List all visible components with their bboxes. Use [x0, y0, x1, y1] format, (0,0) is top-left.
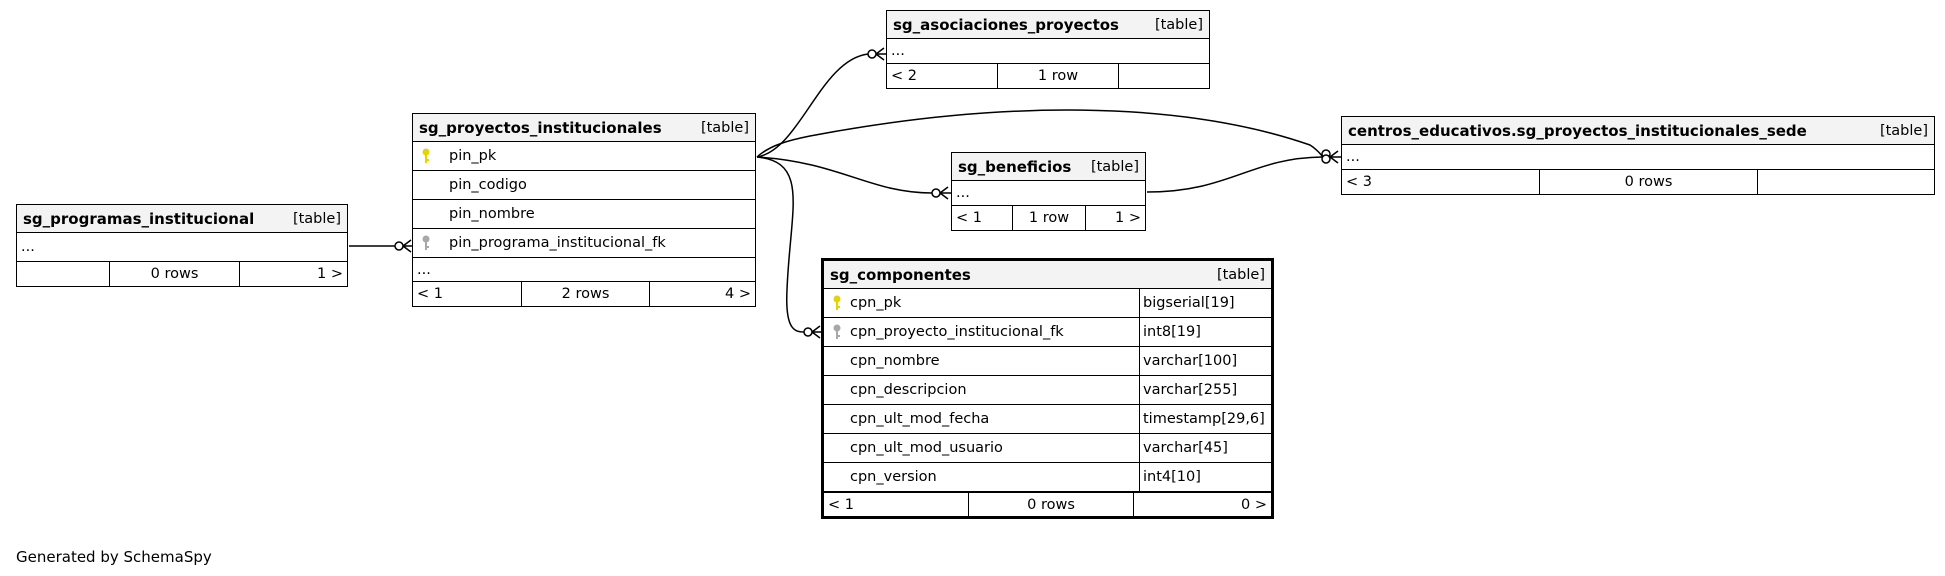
- table-type: [table]: [1216, 266, 1265, 283]
- column-row: cpn_version int4[10]: [824, 463, 1271, 492]
- column-type: varchar[255]: [1139, 376, 1271, 404]
- footer-parents: < 1: [828, 496, 854, 513]
- table-name: sg_componentes: [830, 265, 971, 284]
- table-footer: < 1 1 row 1 >: [952, 206, 1145, 230]
- table-programas-institucional[interactable]: sg_programas_institucional [table] ... 0…: [16, 204, 348, 287]
- table-footer: < 2 1 row: [887, 64, 1209, 88]
- primary-key-icon: [824, 294, 850, 312]
- column-type: varchar[100]: [1139, 347, 1271, 375]
- footer-parents: < 2: [891, 68, 917, 84]
- footer-children: 1 >: [239, 262, 347, 286]
- table-name: sg_programas_institucional: [23, 209, 255, 228]
- ellipsis-row: ...: [413, 258, 755, 282]
- table-footer: < 1 0 rows 0 >: [824, 492, 1271, 516]
- footer-children: 0 >: [1133, 493, 1271, 516]
- column-row: pin_programa_institucional_fk: [413, 229, 755, 258]
- table-proyectos-institucionales[interactable]: sg_proyectos_institucionales [table] pin…: [412, 113, 756, 307]
- table-type: [table]: [292, 210, 341, 227]
- table-beneficios[interactable]: sg_beneficios [table] ... < 1 1 row 1 >: [951, 152, 1146, 231]
- edge-beneficios-sede: [1146, 156, 1323, 193]
- footer-parents: < 1: [417, 286, 443, 302]
- generator-note: Generated by SchemaSpy: [16, 548, 212, 566]
- primary-key-icon: [413, 147, 439, 165]
- column-type: timestamp[29,6]: [1139, 405, 1271, 433]
- column-row: cpn_pk bigserial[19]: [824, 289, 1271, 318]
- footer-row-count: 1 row: [997, 64, 1118, 88]
- column-type: int4[10]: [1139, 463, 1271, 491]
- table-type: [table]: [1154, 16, 1203, 33]
- footer-row-count: 1 row: [1012, 206, 1085, 230]
- edge-proyectos-componentes: [756, 156, 805, 333]
- column-name: cpn_proyecto_institucional_fk: [850, 324, 1064, 340]
- column-name: cpn_ult_mod_fecha: [850, 411, 990, 427]
- table-header: sg_programas_institucional [table]: [17, 205, 347, 233]
- column-row: cpn_nombre varchar[100]: [824, 347, 1271, 376]
- column-row: cpn_descripcion varchar[255]: [824, 376, 1271, 405]
- table-footer: < 3 0 rows: [1342, 170, 1934, 194]
- column-name: pin_codigo: [449, 177, 527, 193]
- edge-proyectos-sede: [756, 109, 1325, 159]
- column-name: cpn_descripcion: [850, 382, 967, 398]
- table-name: sg_proyectos_institucionales: [419, 118, 662, 137]
- table-asociaciones-proyectos[interactable]: sg_asociaciones_proyectos [table] ... < …: [886, 10, 1210, 89]
- column-name: cpn_pk: [850, 295, 902, 311]
- table-name: sg_beneficios: [958, 157, 1072, 176]
- table-name: centros_educativos.sg_proyectos_instituc…: [1348, 121, 1807, 140]
- table-header: sg_asociaciones_proyectos [table]: [887, 11, 1209, 39]
- table-footer: 0 rows 1 >: [17, 262, 347, 286]
- ellipsis-row: ...: [17, 233, 347, 262]
- column-type: varchar[45]: [1139, 434, 1271, 462]
- footer-parents: < 3: [1346, 174, 1372, 190]
- column-row: pin_pk: [413, 142, 755, 171]
- table-footer: < 1 2 rows 4 >: [413, 282, 755, 306]
- table-type: [table]: [700, 119, 749, 136]
- column-name: cpn_nombre: [850, 353, 940, 369]
- ellipsis-row: ...: [1342, 145, 1934, 170]
- footer-row-count: 2 rows: [521, 282, 649, 306]
- column-row: cpn_ult_mod_usuario varchar[45]: [824, 434, 1271, 463]
- footer-children: [1118, 64, 1209, 88]
- ellipsis-row: ...: [887, 39, 1209, 64]
- column-type: bigserial[19]: [1139, 289, 1271, 317]
- column-type: int8[19]: [1139, 318, 1271, 346]
- table-proyectos-institucionales-sede[interactable]: centros_educativos.sg_proyectos_instituc…: [1341, 116, 1935, 195]
- edge-proyectos-asociaciones: [756, 53, 869, 158]
- table-header: sg_proyectos_institucionales [table]: [413, 114, 755, 142]
- column-row: pin_codigo: [413, 171, 755, 200]
- table-name: sg_asociaciones_proyectos: [893, 15, 1119, 34]
- footer-parents: < 1: [956, 210, 982, 226]
- table-header: sg_componentes [table]: [824, 261, 1271, 289]
- table-type: [table]: [1879, 122, 1928, 139]
- table-componentes[interactable]: sg_componentes [table] cpn_pk bigserial[…: [821, 258, 1274, 519]
- column-row: cpn_proyecto_institucional_fk int8[19]: [824, 318, 1271, 347]
- column-name: pin_nombre: [449, 206, 535, 222]
- footer-children: 4 >: [649, 282, 755, 306]
- edge-proyectos-beneficios: [756, 156, 933, 194]
- column-name: cpn_version: [850, 469, 937, 485]
- column-name: cpn_ult_mod_usuario: [850, 440, 1003, 456]
- table-header: centros_educativos.sg_proyectos_instituc…: [1342, 117, 1934, 145]
- table-type: [table]: [1090, 158, 1139, 175]
- footer-row-count: 0 rows: [109, 262, 239, 286]
- column-row: pin_nombre: [413, 200, 755, 229]
- footer-row-count: 0 rows: [968, 493, 1133, 516]
- foreign-key-icon: [413, 234, 439, 252]
- footer-parents: [17, 262, 109, 286]
- footer-children: [1757, 170, 1934, 194]
- foreign-key-icon: [824, 323, 850, 341]
- column-row: cpn_ult_mod_fecha timestamp[29,6]: [824, 405, 1271, 434]
- column-name: pin_programa_institucional_fk: [449, 235, 666, 251]
- column-name: pin_pk: [449, 148, 497, 164]
- ellipsis-row: ...: [952, 181, 1145, 206]
- footer-row-count: 0 rows: [1539, 170, 1757, 194]
- table-header: sg_beneficios [table]: [952, 153, 1145, 181]
- footer-children: 1 >: [1085, 206, 1145, 230]
